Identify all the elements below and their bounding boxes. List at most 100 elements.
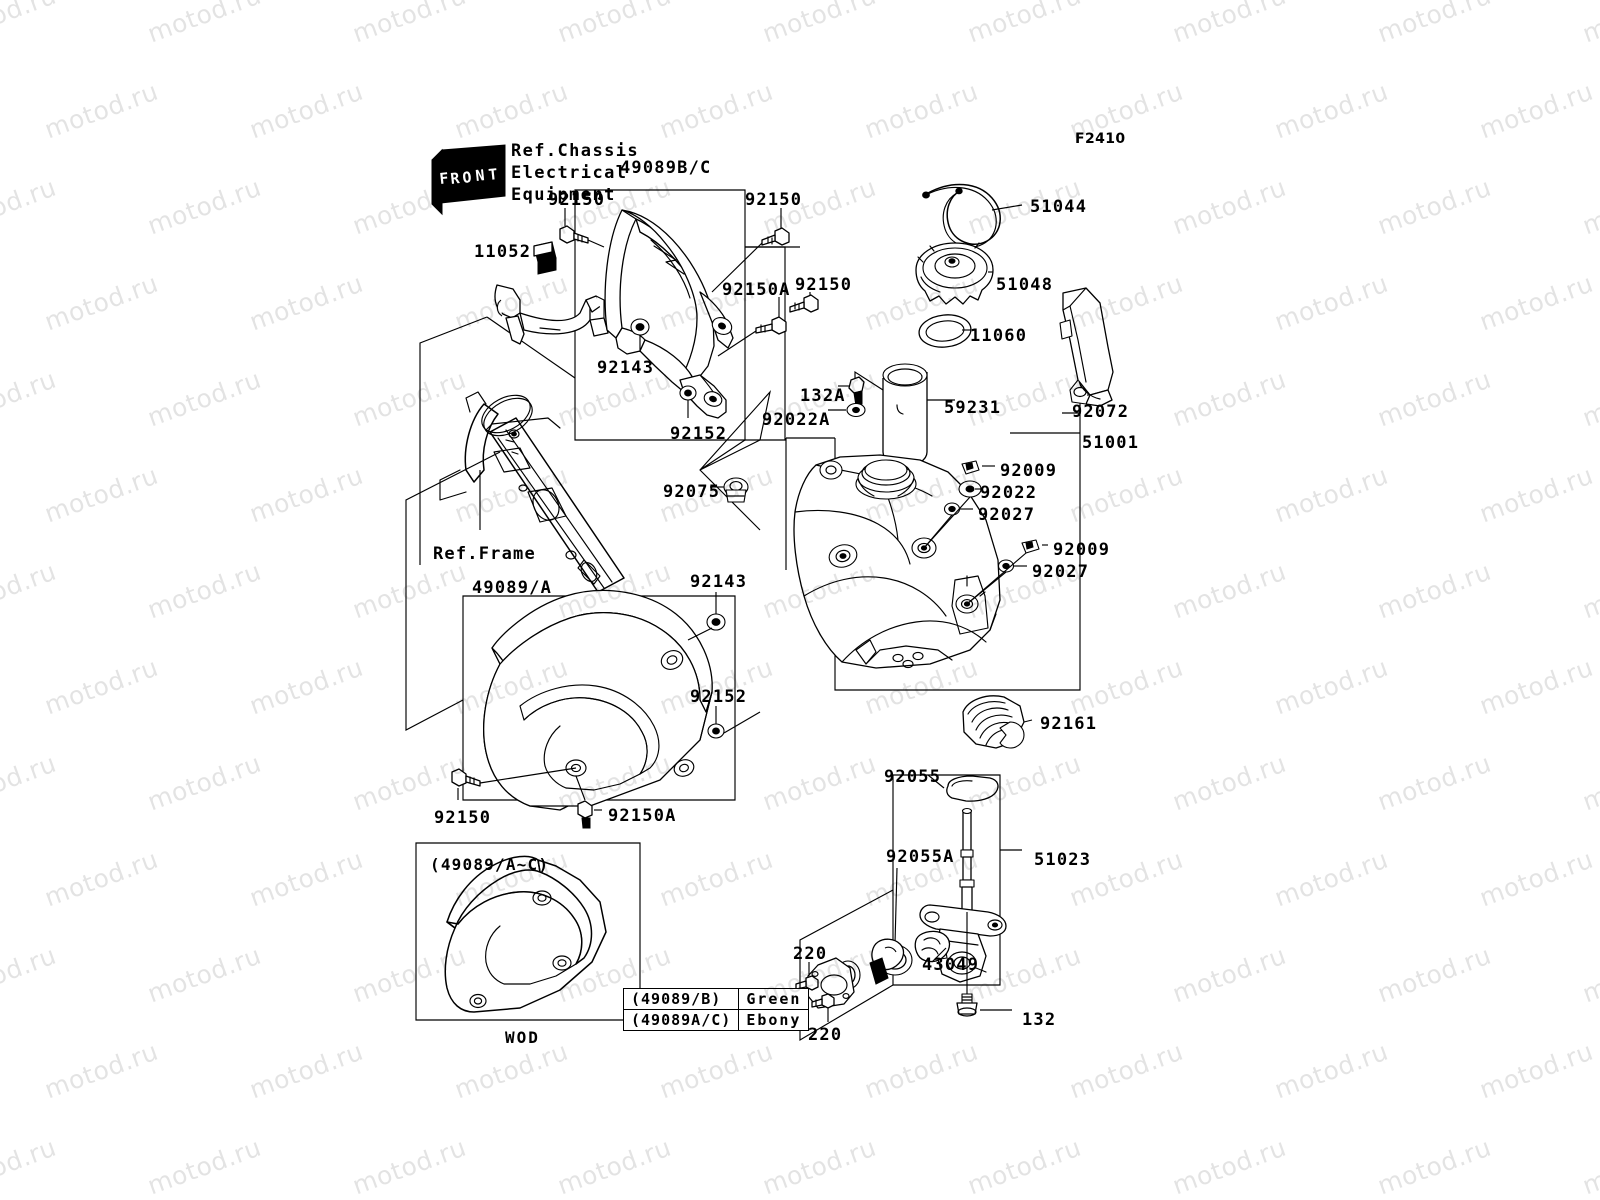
part-43049-packing [914,930,951,963]
legend-row: (49089/B) Green [622,988,810,1010]
part-number-49089A: 49089/A [472,578,553,598]
part-92022A-washer [846,402,866,418]
front-arrow-label: F R O N T [439,165,499,188]
part-number-92161: 92161 [1040,714,1098,734]
svg-text:N: N [475,166,486,185]
part-92055-gasket [946,775,999,802]
part-number-92009: 92009 [1000,461,1058,481]
diagram-code: F2410 [1075,131,1126,147]
svg-text:F: F [439,169,450,188]
part-92150-bolt-ul [559,225,589,244]
part-92027-lower [997,559,1015,573]
part-92027-upper [943,502,961,516]
part-number-92152: 92152 [670,424,728,444]
part-92009-lower [1021,539,1040,554]
part-number-92143: 92143 [597,358,655,378]
part-number-49089BC: 49089B/C [620,158,712,178]
part-11052-connector [533,241,557,275]
inset-caption: WOD [505,1028,540,1047]
inset-heading: (49089/A~C) [430,855,550,874]
part-number-132A: 132A [800,386,846,406]
part-number-59231: 59231 [944,398,1002,418]
inset-hole-1 [532,890,552,906]
part-number-92027: 92027 [978,505,1036,525]
part-number-11060: 11060 [970,326,1028,346]
part-92150A-bolt-upper [755,316,787,335]
part-132A-bolt [848,376,865,407]
tank-mount-left [819,460,843,480]
shroud-hole-upper [660,650,684,670]
part-number-92055A: 92055A [886,847,955,867]
part-92150-bolt-ur [761,227,790,246]
part-92022-upper [958,480,982,498]
inset-hole-3 [469,993,487,1009]
legend-row: (49089A/C) Ebony [622,1009,810,1031]
leader-92055 [927,774,945,789]
part-92009-upper [961,460,980,475]
part-number-92152: 92152 [690,687,748,707]
part-92143-washer-lower [706,613,726,631]
tank-mount-mid [828,544,858,568]
part-number-92143: 92143 [690,572,748,592]
leader-49089A-diag [405,451,501,731]
leader-43049 [931,947,947,963]
part-number-92150: 92150 [745,190,803,210]
part-number-132: 132 [1022,1010,1057,1030]
leader-51044 [991,204,1023,211]
legend-code: (49089A/C) [622,1009,740,1031]
part-92143-washer-upper [630,318,650,336]
leader-92075-poly [699,390,771,531]
part-number-92150A: 92150A [608,806,677,826]
part-92161-grip [962,695,1025,749]
part-ref-frame [439,391,625,593]
tank-filler-ring [855,459,917,500]
shroud-hole-lower [673,759,695,777]
part-number-92150: 92150 [434,808,492,828]
part-92150-bolt-ll [451,768,481,787]
part-92150-bolt-r2 [789,294,819,313]
leader-11052-group [419,316,488,565]
inset-shroud-drawing [444,855,607,1013]
part-92075-plug [723,477,749,503]
part-valve-lever [869,938,905,985]
part-number-92150: 92150 [548,190,606,210]
part-number-92022A: 92022A [762,410,831,430]
svg-text:R: R [450,169,462,188]
part-11052-bracket [494,284,609,345]
group-outline-92152-upper [745,246,786,441]
group-outline-49089A [462,595,736,801]
part-49089BC-shroud [604,209,734,419]
part-number-92027: 92027 [1032,562,1090,582]
part-92152-nut-lower [707,723,725,739]
part-number-51048: 51048 [996,275,1054,295]
svg-text:T: T [488,165,499,184]
legend-rows: (49089/B) Green (49089A/C) Ebony [622,988,810,1031]
part-220-screw-b [811,993,835,1009]
part-number-43049: 43049 [922,955,980,975]
leader-92161 [1023,719,1033,723]
part-92150A-bolt-lower [577,800,593,829]
leader-group-diag [486,316,576,379]
part-number-51001: 51001 [1082,433,1140,453]
part-number-220: 220 [793,944,828,964]
legend-color: Green [738,988,810,1010]
part-number-92150: 92150 [795,275,853,295]
svg-text:O: O [462,168,473,187]
ref-chassis-electrical-label: Ref.Chassis Electrical Equipment [511,141,639,205]
part-number-92022: 92022 [980,483,1038,503]
part-92152-nut-upper [679,385,697,401]
part-132-bolt [956,993,978,1017]
part-number-51044: 51044 [1030,197,1088,217]
front-arrow-icon [431,144,506,216]
part-number-92009: 92009 [1053,540,1111,560]
part-number-RefFrame: Ref.Frame [433,544,536,564]
part-number-92150A: 92150A [722,280,791,300]
part-51048-fuel-cap [915,242,994,305]
part-number-92075: 92075 [663,482,721,502]
color-legend-table: (49089/B) Green (49089A/C) Ebony [622,988,810,1031]
part-51044-hose [922,183,1001,248]
part-number-92055: 92055 [884,767,942,787]
part-number-51023: 51023 [1034,850,1092,870]
